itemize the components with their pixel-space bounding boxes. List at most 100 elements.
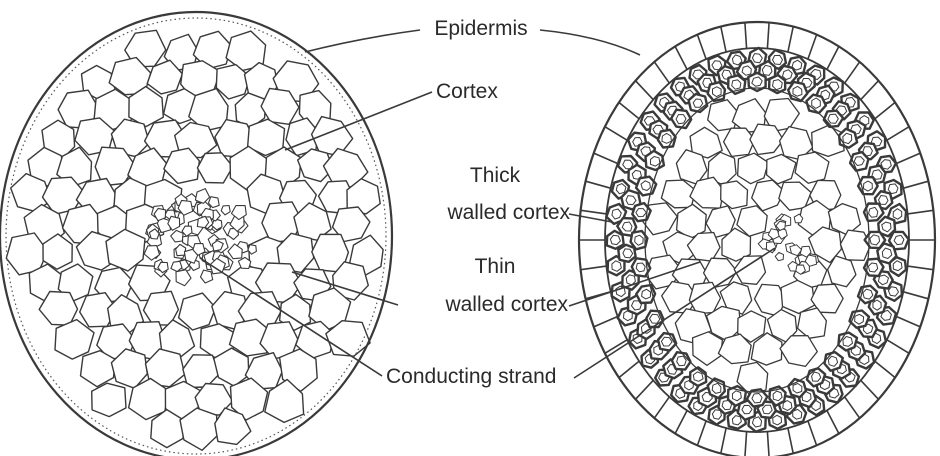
right-thick-walled-lumen [642,289,651,299]
right-thick-walled-lumen [742,405,752,413]
right-thin-walled-cell [693,332,723,366]
leader-epidermis-left [305,30,420,52]
right-epidermis-cell-wall [697,421,706,446]
left-cortex-cell [197,153,232,183]
right-thick-walled-lumen [677,356,687,366]
right-epidermis-cell-wall [908,266,934,270]
right-thick-walled-lumen [650,314,660,323]
right-thick-walled-lumen [773,415,782,425]
right-epidermis-cell-wall [875,361,895,377]
right-thick-walled-lumen [713,87,722,97]
right-thin-walled-cell [738,153,769,184]
right-epidermis-cell-wall [808,421,817,446]
right-epidermis-cell-wall [808,35,817,60]
right-epidermis-cell-wall [594,153,618,163]
right-thin-walled-cell [708,100,738,131]
right-thick-walled-lumen [693,99,703,107]
right-epidermis-cell-wall [654,397,669,418]
leader-epidermis-right [540,30,640,55]
right-epidermis-cell-wall [745,432,747,456]
right-epidermis-cell-wall [903,292,928,299]
right-epidermis-cell-wall [875,102,895,118]
right-epidermis-cell-wall [721,428,726,453]
right-epidermis-cell-wall [845,397,860,418]
right-epidermis-cell-wall [605,127,627,141]
right-thin-walled-cells [643,99,871,394]
right-epidermis-cell-wall [861,380,879,399]
label-thick-line2: walled cortex [405,201,570,225]
right-epidermis-cell-wall [675,46,687,69]
right-epidermis-cell-wall [721,27,726,52]
right-thin-walled-cell [721,181,748,209]
right-epidermis-cell-wall [887,340,909,354]
left-section [0,12,392,456]
left-cortex-cell [312,117,353,156]
label-conducting-strand: Conducting strand [386,365,556,389]
left-cortex-cell [92,383,126,416]
label-thin-line1: Thin [420,255,570,279]
right-epidermis-cell-wall [845,62,860,83]
right-thick-walled-lumen [863,289,873,299]
right-thin-walled-cell [840,230,870,260]
right-epidermis-cell-wall [788,428,793,453]
right-thick-walled-lumen [636,263,645,272]
right-thick-walled-lumen [843,133,852,143]
left-strand-cell [176,270,191,286]
left-strand-cell [176,244,186,255]
right-thick-walled-lumen [732,416,741,425]
right-thick-walled-lumen [712,383,721,393]
right-epidermis-cell-wall [887,127,909,141]
left-cortex-cell [81,351,116,387]
right-epidermis-cell-wall [636,380,654,399]
right-epidermis-cell-wall [581,266,607,270]
right-epidermis-cell-wall [581,210,607,214]
right-epidermis-cell-wall [675,411,687,434]
right-thick-walled-lumen [732,391,741,401]
right-thick-walled-lumen [863,181,872,191]
left-strand-cell [221,206,230,215]
right-epidermis-cell-wall [767,432,769,456]
right-thick-walled-lumen [843,337,853,347]
right-thick-walled-lumen [752,394,762,403]
right-thin-walled-cell [676,150,707,185]
right-thick-walled-lumen [828,114,838,123]
right-epidermis-cell-wall [697,35,706,60]
left-strand-cell [171,230,183,242]
right-thick-walled-lumen [612,261,621,272]
right-thick-walled-lumen [773,55,783,64]
right-epidermis-cell-wall [745,23,747,49]
right-epidermis-cell-wall [827,411,839,434]
right-epidermis-cell-wall [788,27,793,52]
right-thick-walled-lumen [783,70,793,80]
right-thick-walled-lumen [793,384,802,394]
right-thick-walled-lumen [894,235,904,244]
right-thick-walled-lumen [893,261,902,271]
right-epidermis-cell-wall [827,46,839,69]
right-epidermis-cell-wall [903,181,928,188]
label-epidermis: Epidermis [422,17,540,41]
right-strand-cell [775,252,783,260]
right-thick-walled-lumen [868,263,877,272]
label-thin-line2: walled cortex [403,293,568,317]
right-thick-walled-lumen [762,405,772,413]
right-thick-walled-lumen [676,115,686,124]
right-epidermis-cell-wall [619,102,639,118]
right-epidermis-cell-wall [654,62,669,83]
right-epidermis-cell-wall [586,181,611,188]
right-thick-walled-lumen [651,157,660,167]
right-thick-walled-lumen [762,65,772,75]
right-thick-walled-lumen [812,98,821,108]
right-epidermis-cell-wall [908,210,934,214]
right-epidermis-cell-wall [896,317,920,327]
right-epidermis-cell-wall [636,81,654,100]
right-epidermis-cell-wall [594,317,618,327]
right-section [579,22,935,456]
right-thick-walled-lumen [869,207,878,217]
right-epidermis-cell-wall [861,81,879,100]
right-thick-walled-lumen [855,314,864,324]
right-thick-walled-lumen [742,66,751,75]
right-thick-walled-lumen [712,410,721,419]
left-cortex-cell [179,293,216,330]
left-strand-cell [144,246,159,261]
right-epidermis-cell-wall [767,23,769,49]
